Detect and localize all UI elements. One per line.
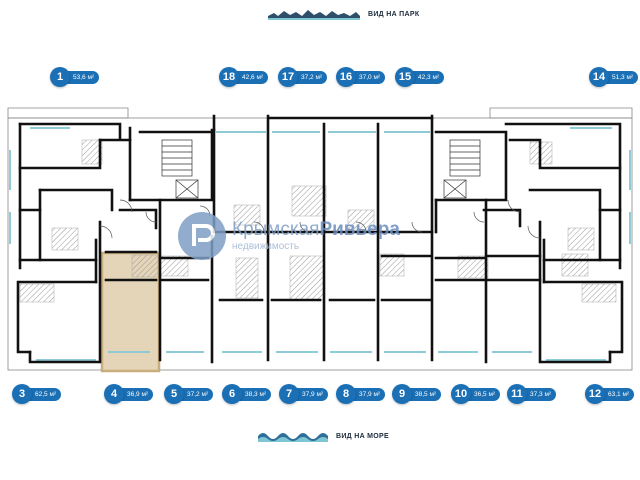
unit-label-1[interactable]: 1 53,6 м² <box>50 67 100 87</box>
unit-label-16[interactable]: 16 37,0 м² <box>336 67 386 87</box>
park-view-caption: ВИД НА ПАРК <box>268 8 419 20</box>
unit-area: 36,5 м² <box>464 387 501 401</box>
unit-number: 7 <box>279 384 299 404</box>
unit-label-6[interactable]: 6 38,3 м² <box>222 384 272 404</box>
unit-number: 10 <box>451 384 471 404</box>
sea-view-caption: ВИД НА МОРЕ <box>258 430 389 442</box>
unit-area: 38,3 м² <box>235 387 272 401</box>
unit-number: 4 <box>104 384 124 404</box>
unit-area: 37,2 м² <box>291 70 328 84</box>
unit-label-15[interactable]: 15 42,3 м² <box>395 67 445 87</box>
park-view-label: ВИД НА ПАРК <box>368 10 420 18</box>
unit-label-3[interactable]: 3 62,5 м² <box>12 384 62 404</box>
unit-number: 12 <box>585 384 605 404</box>
unit-label-5[interactable]: 5 37,2 м² <box>164 384 214 404</box>
unit-number: 11 <box>507 384 527 404</box>
unit-area: 37,0 м² <box>349 70 386 84</box>
unit-number: 15 <box>395 67 415 87</box>
unit-number: 3 <box>12 384 32 404</box>
unit-number: 8 <box>336 384 356 404</box>
unit-number: 9 <box>392 384 412 404</box>
unit-area: 36,9 м² <box>117 387 154 401</box>
unit-number: 1 <box>50 67 70 87</box>
unit-area: 62,5 м² <box>25 387 62 401</box>
unit-label-8[interactable]: 8 37,9 м² <box>336 384 386 404</box>
park-skyline-icon <box>268 10 360 20</box>
unit-label-10[interactable]: 10 36,5 м² <box>451 384 501 404</box>
sea-view-label: ВИД НА МОРЕ <box>336 432 389 440</box>
unit-label-4[interactable]: 4 36,9 м² <box>104 384 154 404</box>
unit-area: 42,6 м² <box>232 70 269 84</box>
sea-waves-icon <box>258 433 328 442</box>
unit-area: 38,5 м² <box>405 387 442 401</box>
unit-area: 37,9 м² <box>349 387 386 401</box>
unit-area: 42,3 м² <box>408 70 445 84</box>
unit-label-7[interactable]: 7 37,9 м² <box>279 384 329 404</box>
unit-label-11[interactable]: 11 37,3 м² <box>507 384 557 404</box>
unit-area: 37,3 м² <box>520 387 557 401</box>
unit-label-14[interactable]: 14 51,3 м² <box>589 67 639 87</box>
unit-area: 37,9 м² <box>292 387 329 401</box>
unit-area: 51,3 м² <box>602 70 639 84</box>
unit-area: 37,2 м² <box>177 387 214 401</box>
unit-number: 16 <box>336 67 356 87</box>
unit-number: 18 <box>219 67 239 87</box>
unit-label-17[interactable]: 17 37,2 м² <box>278 67 328 87</box>
unit-number: 5 <box>164 384 184 404</box>
unit-area: 63,1 м² <box>598 387 635 401</box>
unit-label-9[interactable]: 9 38,5 м² <box>392 384 442 404</box>
unit-label-12[interactable]: 12 63,1 м² <box>585 384 635 404</box>
unit-number: 14 <box>589 67 609 87</box>
unit-label-18[interactable]: 18 42,6 м² <box>219 67 269 87</box>
unit-area: 53,6 м² <box>63 70 100 84</box>
unit-number: 6 <box>222 384 242 404</box>
unit-number: 17 <box>278 67 298 87</box>
